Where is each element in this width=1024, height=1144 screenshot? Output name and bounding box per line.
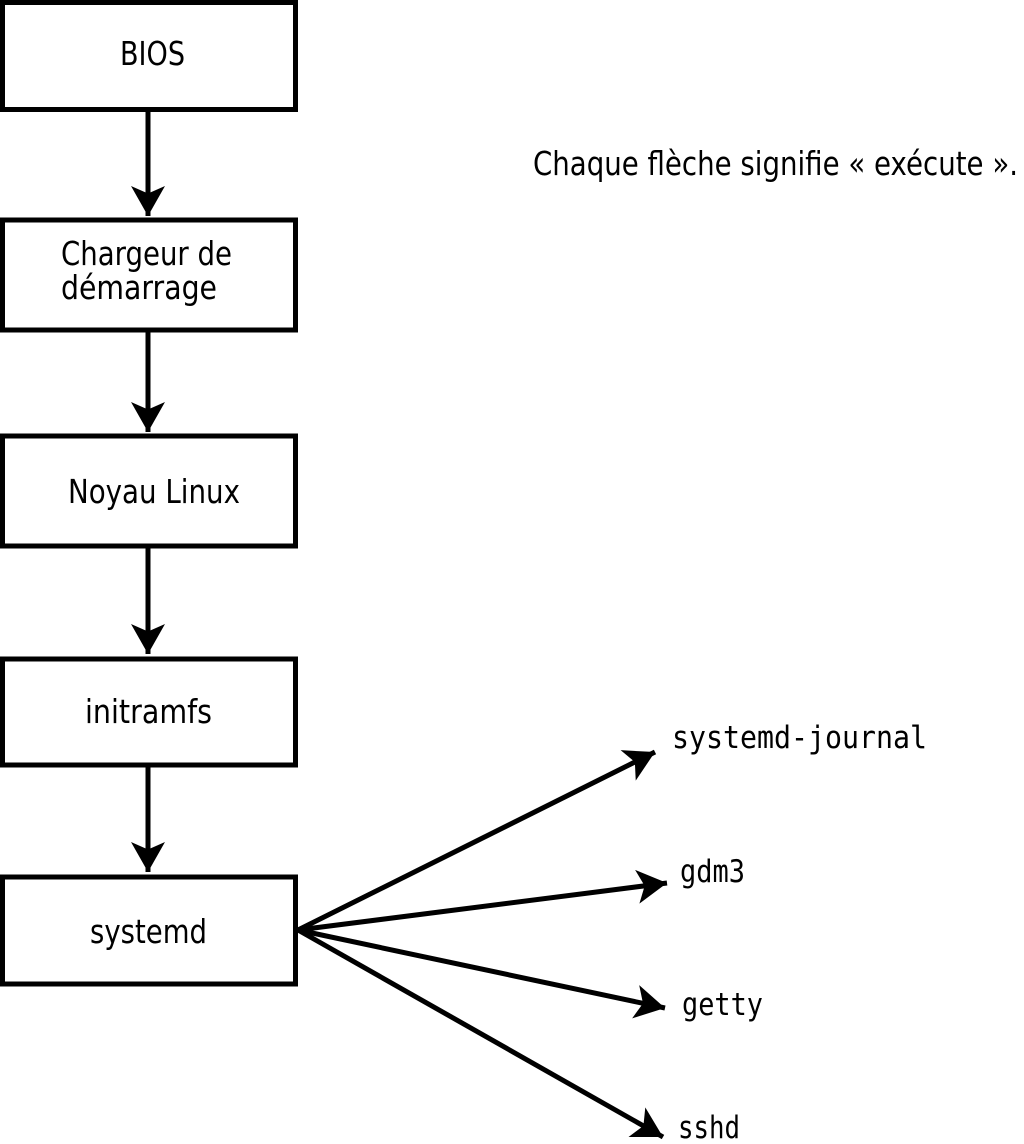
systemd-box: [0, 874, 298, 987]
kernel-label: Noyau Linux: [68, 472, 240, 511]
getty-label: getty: [682, 987, 763, 1023]
sshd-label: sshd: [678, 1110, 740, 1144]
bootloader-label-line1: Chargeur de: [61, 234, 232, 273]
arrow-systemd-to-gdm3: [297, 869, 668, 933]
systemd-label: systemd: [90, 912, 207, 951]
gdm3-label: gdm3: [680, 854, 745, 890]
bios-label: BIOS: [120, 34, 185, 73]
kernel-box: [0, 433, 298, 549]
systemd-journal-label: systemd-journal: [672, 720, 927, 756]
arrow-systemd-to-sshd: [296, 927, 665, 1140]
initramfs-box: [0, 656, 298, 768]
bootloader-label-line2: démarrage: [61, 268, 217, 307]
arrow-systemd-to-systemd-journal: [296, 749, 657, 933]
bootloader-box: [0, 217, 298, 333]
initramfs-label: initramfs: [85, 692, 212, 731]
bios-box: [0, 0, 298, 112]
arrow-meaning-note: Chaque flèche signifie « exécute ».: [533, 144, 1018, 183]
arrow-systemd-to-getty: [297, 927, 666, 1019]
